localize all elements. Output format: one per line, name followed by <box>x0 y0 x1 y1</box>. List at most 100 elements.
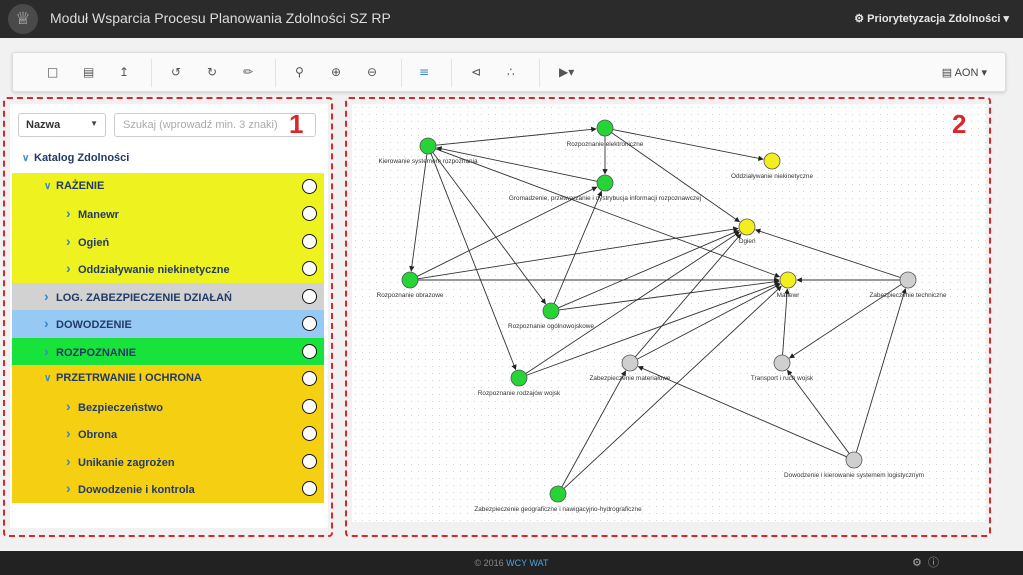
tree-item[interactable]: › Ogień <box>12 227 324 255</box>
gear-icon[interactable]: ⚙ <box>912 557 922 569</box>
app-title: Moduł Wsparcia Procesu Planowania Zdolno… <box>50 10 391 26</box>
tree-item-label: LOG. ZABEZPIECZENIE DZIAŁAŃ <box>56 291 232 304</box>
graph-node-label: Rozpoznanie ogólnowojskowe <box>508 323 594 330</box>
priority-radio[interactable] <box>302 233 317 249</box>
share-icon[interactable]: ⊲ <box>471 65 482 79</box>
graph-edge <box>637 366 847 458</box>
tree-item[interactable]: › LOG. ZABEZPIECZENIE DZIAŁAŃ <box>12 282 324 310</box>
chevron-right-icon[interactable]: › <box>44 287 49 304</box>
graph-node-label: Rozpoznanie rodzajów wojsk <box>478 390 561 397</box>
upload-icon[interactable]: ↥ <box>119 65 130 79</box>
priority-radio[interactable] <box>302 398 317 414</box>
graph-node[interactable] <box>621 354 639 372</box>
tree-item[interactable]: › Unikanie zagrożen <box>12 447 324 475</box>
chevron-down-icon[interactable]: ∨ <box>44 373 52 384</box>
zoom-fit-icon[interactable]: ⚲ <box>295 65 304 79</box>
chevron-right-icon[interactable]: › <box>66 480 71 496</box>
graph-node[interactable] <box>549 485 567 503</box>
chevron-right-icon[interactable]: › <box>66 260 71 276</box>
priority-radio[interactable] <box>302 178 317 194</box>
graph-node[interactable] <box>773 354 791 372</box>
tree-item[interactable]: ›Oddziaływanie niekinetyczne <box>12 255 324 283</box>
tree-item[interactable]: ›Obrona <box>12 420 324 448</box>
graph-edge <box>855 288 907 453</box>
tree-item-label: RAŻENIE <box>56 179 105 192</box>
chevron-right-icon[interactable]: › <box>66 232 71 249</box>
chevron-down-icon[interactable]: ∨ <box>22 153 30 164</box>
graph-edge <box>561 370 627 488</box>
tree-item-label: Unikanie zagrożen <box>78 456 175 469</box>
redo-icon[interactable]: ↻ <box>207 65 218 79</box>
graph-node[interactable] <box>779 271 797 289</box>
graph-node-label: Oddziaływanie niekinetyczne <box>731 173 814 180</box>
chevron-right-icon[interactable]: › <box>66 425 71 441</box>
org-link[interactable]: WCY WAT <box>506 558 549 568</box>
align-list-icon[interactable]: ≡ <box>419 65 430 79</box>
graph-node[interactable] <box>596 174 614 192</box>
graph-node[interactable] <box>899 271 917 289</box>
tree-item[interactable]: ›ROZPOZNANIE <box>12 337 324 365</box>
graph-edge <box>563 285 782 489</box>
user-menu-dropdown[interactable]: ⚙ Priorytetyzacja Zdolności ▾ <box>854 13 1009 25</box>
priority-radio[interactable] <box>302 371 317 386</box>
priority-radio[interactable] <box>302 343 317 359</box>
graph-node[interactable] <box>596 119 614 137</box>
graph-node[interactable] <box>401 271 419 289</box>
graph-node[interactable] <box>542 302 560 320</box>
graph-node[interactable] <box>419 137 437 155</box>
chevron-right-icon[interactable]: › <box>66 205 71 221</box>
tree-item[interactable]: ∨PRZETRWANIE I OCHRONA <box>12 365 324 393</box>
graph-node[interactable] <box>738 218 756 236</box>
tree-item-label: Ogień <box>78 236 110 249</box>
tree-item[interactable]: ∨Katalog Zdolności <box>12 145 324 173</box>
list-view-icon[interactable]: ▤ <box>83 65 95 79</box>
graph-node-label: Zabezpieczenie geograficzne i nawigacyjn… <box>474 506 642 513</box>
priority-radio[interactable] <box>302 316 317 331</box>
capability-tree-panel: Nazwa▼ Szukaj (wprowadź min. 3 znaki) ∨K… <box>10 104 328 528</box>
priority-radio[interactable] <box>302 481 317 496</box>
priority-radio[interactable] <box>302 261 317 276</box>
undo-icon[interactable]: ↺ <box>171 65 182 79</box>
chevron-right-icon[interactable]: › <box>66 452 71 469</box>
chevron-right-icon[interactable]: › <box>66 397 71 414</box>
tree-item[interactable]: ›Bezpieczeństwo <box>12 392 324 420</box>
sort-select[interactable]: Nazwa▼ <box>18 113 106 137</box>
graph-edge <box>612 129 764 161</box>
zoom-out-icon[interactable]: ⊖ <box>367 65 378 79</box>
tree-item[interactable]: ›Manewr <box>12 200 324 228</box>
graph-node-label: Kierowanie systemem rozpoznania <box>378 158 478 165</box>
priority-radio[interactable] <box>302 206 317 221</box>
eraser-icon[interactable]: ✏ <box>243 65 254 79</box>
toolbar-divider <box>401 59 402 87</box>
aon-dropdown[interactable]: ▤ AON ▾ <box>941 67 987 79</box>
tree-item[interactable]: ∨ RAŻENIE <box>12 172 324 200</box>
graph-node[interactable] <box>763 152 781 170</box>
zoom-in-icon[interactable]: ⊕ <box>331 65 342 79</box>
priority-radio[interactable] <box>302 426 317 441</box>
tree-item-label: DOWODZENIE <box>56 319 132 331</box>
dependency-graph[interactable]: Kierowanie systemem rozpoznaniaRozpoznan… <box>352 104 986 522</box>
graph-node-label: Rozpoznanie elektroniczne <box>567 141 644 148</box>
graph-edge <box>553 190 603 304</box>
graph-node[interactable] <box>845 451 863 469</box>
graph-node[interactable] <box>510 369 528 387</box>
priority-radio[interactable] <box>302 453 317 469</box>
chevron-down-icon[interactable]: ∨ <box>44 180 52 192</box>
search-input[interactable]: Szukaj (wprowadź min. 3 znaki) <box>114 113 316 137</box>
help-icon[interactable]: ⓘ <box>928 557 939 569</box>
new-file-icon[interactable]: □ <box>47 65 59 79</box>
graph-node-label: Transport i ruch wojsk <box>751 375 814 382</box>
priority-radio[interactable] <box>302 288 317 304</box>
hierarchy-icon[interactable]: ∴ <box>507 65 515 79</box>
tree-item-label: Dowodzenie i kontrola <box>78 484 195 496</box>
toolbar-divider <box>451 59 452 87</box>
copyright-text: © 2016 <box>474 558 504 568</box>
graph-edge <box>435 126 597 146</box>
tree-item[interactable]: › DOWODZENIE <box>12 310 324 338</box>
chevron-right-icon[interactable]: › <box>44 315 49 331</box>
play-dropdown-icon[interactable]: ▶▾ <box>559 65 575 79</box>
tree-item[interactable]: › Dowodzenie i kontrola <box>12 475 324 503</box>
graph-edge <box>634 233 742 358</box>
chevron-right-icon[interactable]: › <box>44 342 49 359</box>
